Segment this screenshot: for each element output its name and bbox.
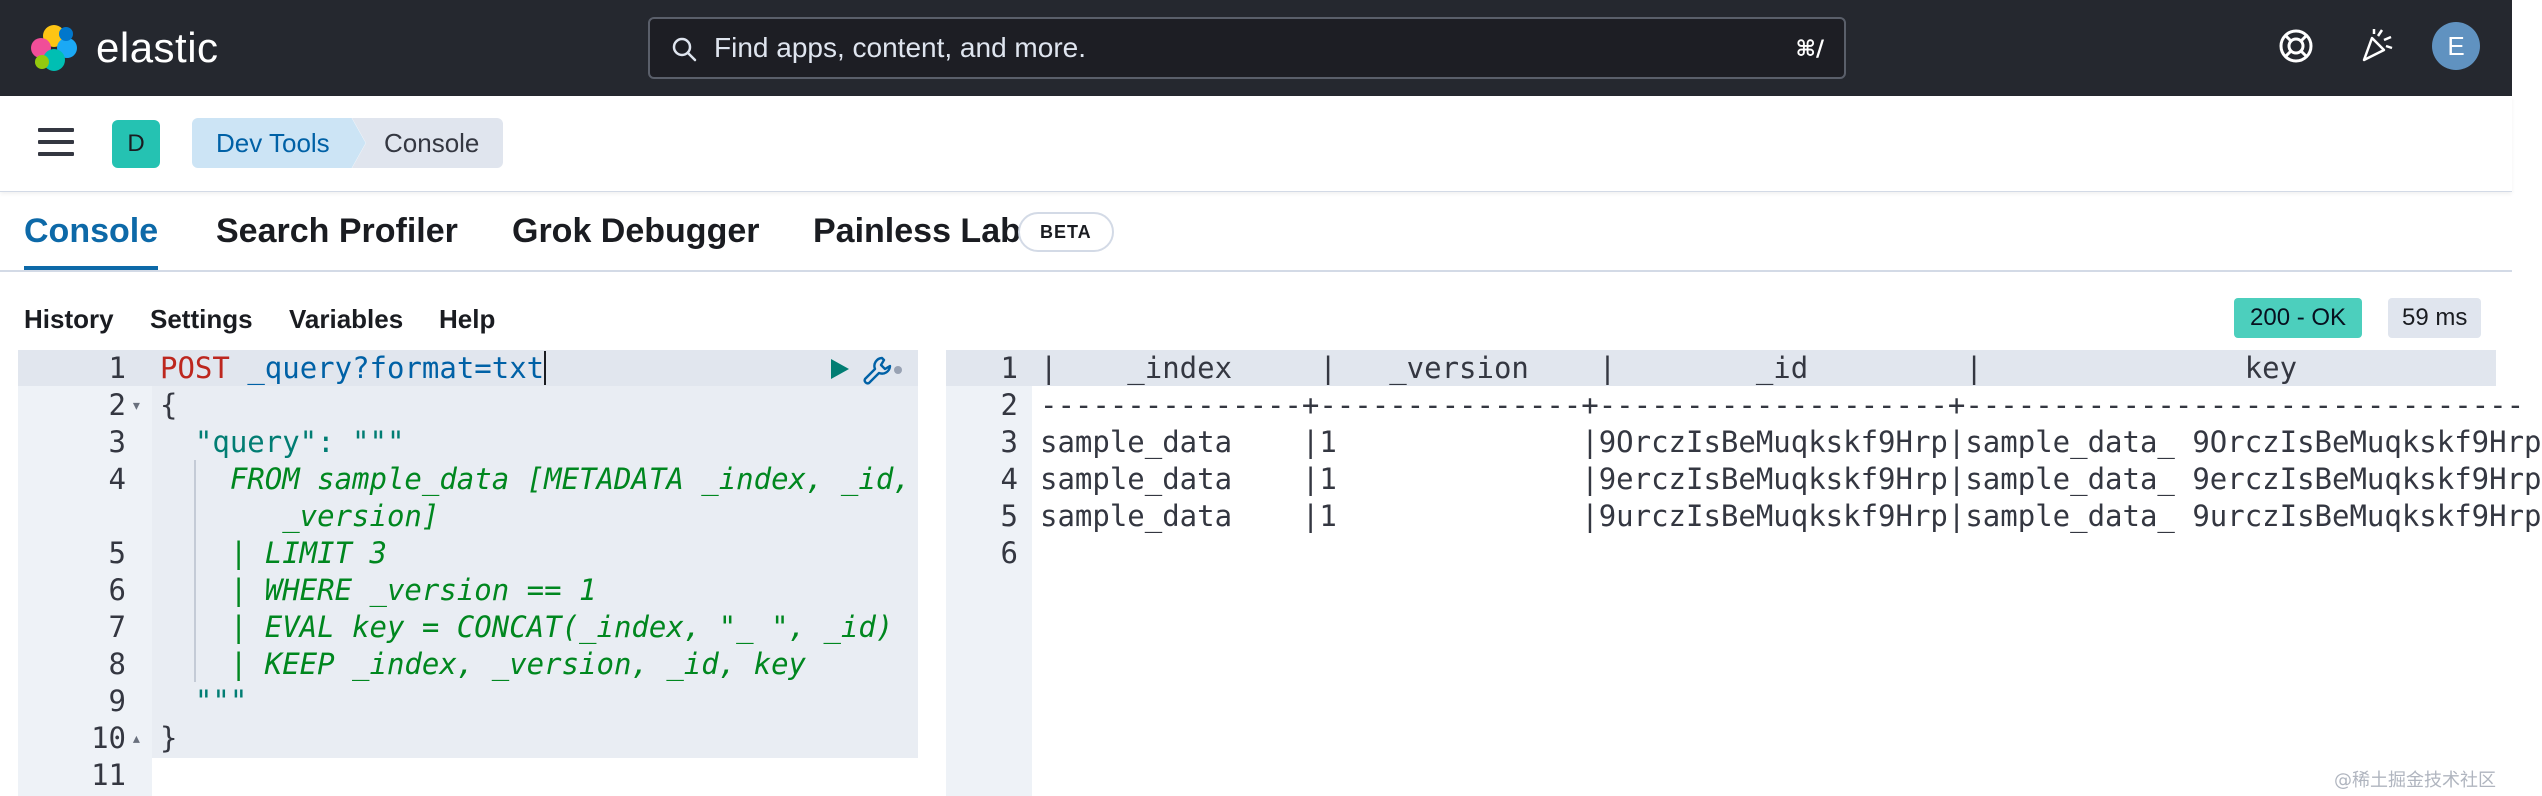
user-avatar[interactable]: E: [2432, 22, 2480, 70]
line-number: 9: [108, 684, 126, 718]
text-cursor: [544, 351, 547, 385]
settings-link[interactable]: Settings: [150, 304, 253, 334]
breadcrumb-console: Console: [352, 118, 504, 168]
line-number: 3: [108, 425, 126, 459]
fold-open-icon[interactable]: ▾: [131, 395, 142, 416]
global-search[interactable]: ⌘/: [648, 17, 1846, 79]
line-number: 5: [1000, 499, 1018, 533]
http-method: POST: [160, 351, 230, 385]
active-line-highlight: [18, 350, 918, 386]
response-line-5: sample_data |1 |9urczIsBeMuqkskf9Hrp|sam…: [1040, 499, 2542, 533]
latency-badge: 59 ms: [2388, 298, 2482, 338]
news-party-icon[interactable]: [2356, 26, 2396, 66]
line-number: 2: [1000, 388, 1018, 422]
response-line-4: sample_data |1 |9erczIsBeMuqkskf9Hrp|sam…: [1040, 462, 2542, 496]
history-link[interactable]: History: [24, 304, 114, 334]
search-input[interactable]: [714, 27, 1714, 69]
line-number: 5: [108, 536, 126, 570]
line-number: 4: [1000, 462, 1018, 496]
menu-toggle-icon[interactable]: [38, 128, 74, 158]
space-selector[interactable]: D: [112, 120, 160, 168]
tab-console[interactable]: Console: [24, 212, 159, 270]
tab-painless-lab[interactable]: Painless Lab: [813, 212, 1021, 250]
request-editor[interactable]: 1 POST _query?format=txt 2 ▾ { 3 "query"…: [18, 350, 918, 796]
request-line-7[interactable]: | EVAL key = CONCAT(_index, "_ ", _id): [160, 610, 894, 644]
line-number: 1: [108, 351, 126, 385]
breadcrumb-bar: D Dev Tools Console: [0, 96, 2512, 192]
line-number: 2: [108, 388, 126, 422]
beta-badge: BETA: [1018, 212, 1114, 252]
tab-search-profiler[interactable]: Search Profiler: [216, 212, 458, 250]
breadcrumb-dev-tools[interactable]: Dev Tools: [192, 118, 366, 168]
status-badge: 200 - OK: [2234, 298, 2363, 338]
request-line-6[interactable]: | WHERE _version == 1: [160, 573, 597, 607]
search-icon: [672, 37, 697, 62]
search-shortcut: ⌘/: [1795, 37, 1824, 62]
line-number: 6: [1000, 536, 1018, 570]
request-selection: [152, 350, 918, 758]
request-line-10[interactable]: }: [160, 721, 178, 755]
line-number: 7: [108, 610, 126, 644]
fold-close-icon[interactable]: ▴: [131, 728, 142, 749]
line-number: 11: [91, 758, 126, 792]
response-line-3: sample_data |1 |9OrczIsBeMuqkskf9Hrp|sam…: [1040, 425, 2542, 459]
dev-tools-tabs: Console Search Profiler Grok Debugger Pa…: [0, 192, 2512, 272]
line-number: 4: [108, 462, 126, 496]
request-line-4[interactable]: FROM sample_data [METADATA _index, _id,: [160, 462, 911, 496]
response-line-1: | _index | _version | _id | key: [1040, 351, 2298, 385]
tab-grok-debugger[interactable]: Grok Debugger: [512, 212, 760, 250]
response-line-2: ---------------+---------------+--------…: [1040, 388, 2525, 422]
request-line-1[interactable]: POST _query?format=txt: [160, 350, 547, 387]
elastic-logo-icon[interactable]: [28, 22, 80, 74]
variables-link[interactable]: Variables: [289, 304, 404, 334]
send-request-icon[interactable]: [826, 356, 852, 382]
request-line-3[interactable]: "query": """: [160, 425, 405, 459]
top-header: elastic ⌘/ E: [0, 0, 2512, 96]
request-line-8[interactable]: | KEEP _index, _version, _id, key: [160, 647, 807, 681]
line-number: 1: [1000, 351, 1018, 385]
watermark: @稀土掘金技术社区: [2334, 770, 2496, 791]
help-lifebuoy-icon[interactable]: [2276, 26, 2316, 66]
request-line-4-wrap[interactable]: _version]: [160, 499, 440, 533]
request-path: _query?format=txt: [247, 351, 545, 385]
line-number: 6: [108, 573, 126, 607]
wrench-icon[interactable]: [860, 354, 894, 388]
line-number: 3: [1000, 425, 1018, 459]
brand-name[interactable]: elastic: [96, 24, 219, 71]
response-viewer: 1 | _index | _version | _id | key 2 ----…: [946, 350, 2542, 796]
request-line-2[interactable]: {: [160, 388, 178, 422]
request-line-9[interactable]: """: [160, 684, 248, 718]
line-number: 10: [91, 721, 126, 755]
request-line-5[interactable]: | LIMIT 3: [160, 536, 387, 570]
line-number: 8: [108, 647, 126, 681]
resize-handle-icon[interactable]: [894, 366, 902, 374]
indent-guide: [194, 460, 196, 682]
request-gutter: [18, 350, 152, 796]
help-link[interactable]: Help: [439, 304, 496, 334]
response-line-highlight: [946, 350, 2496, 386]
response-gutter: [946, 350, 1032, 796]
